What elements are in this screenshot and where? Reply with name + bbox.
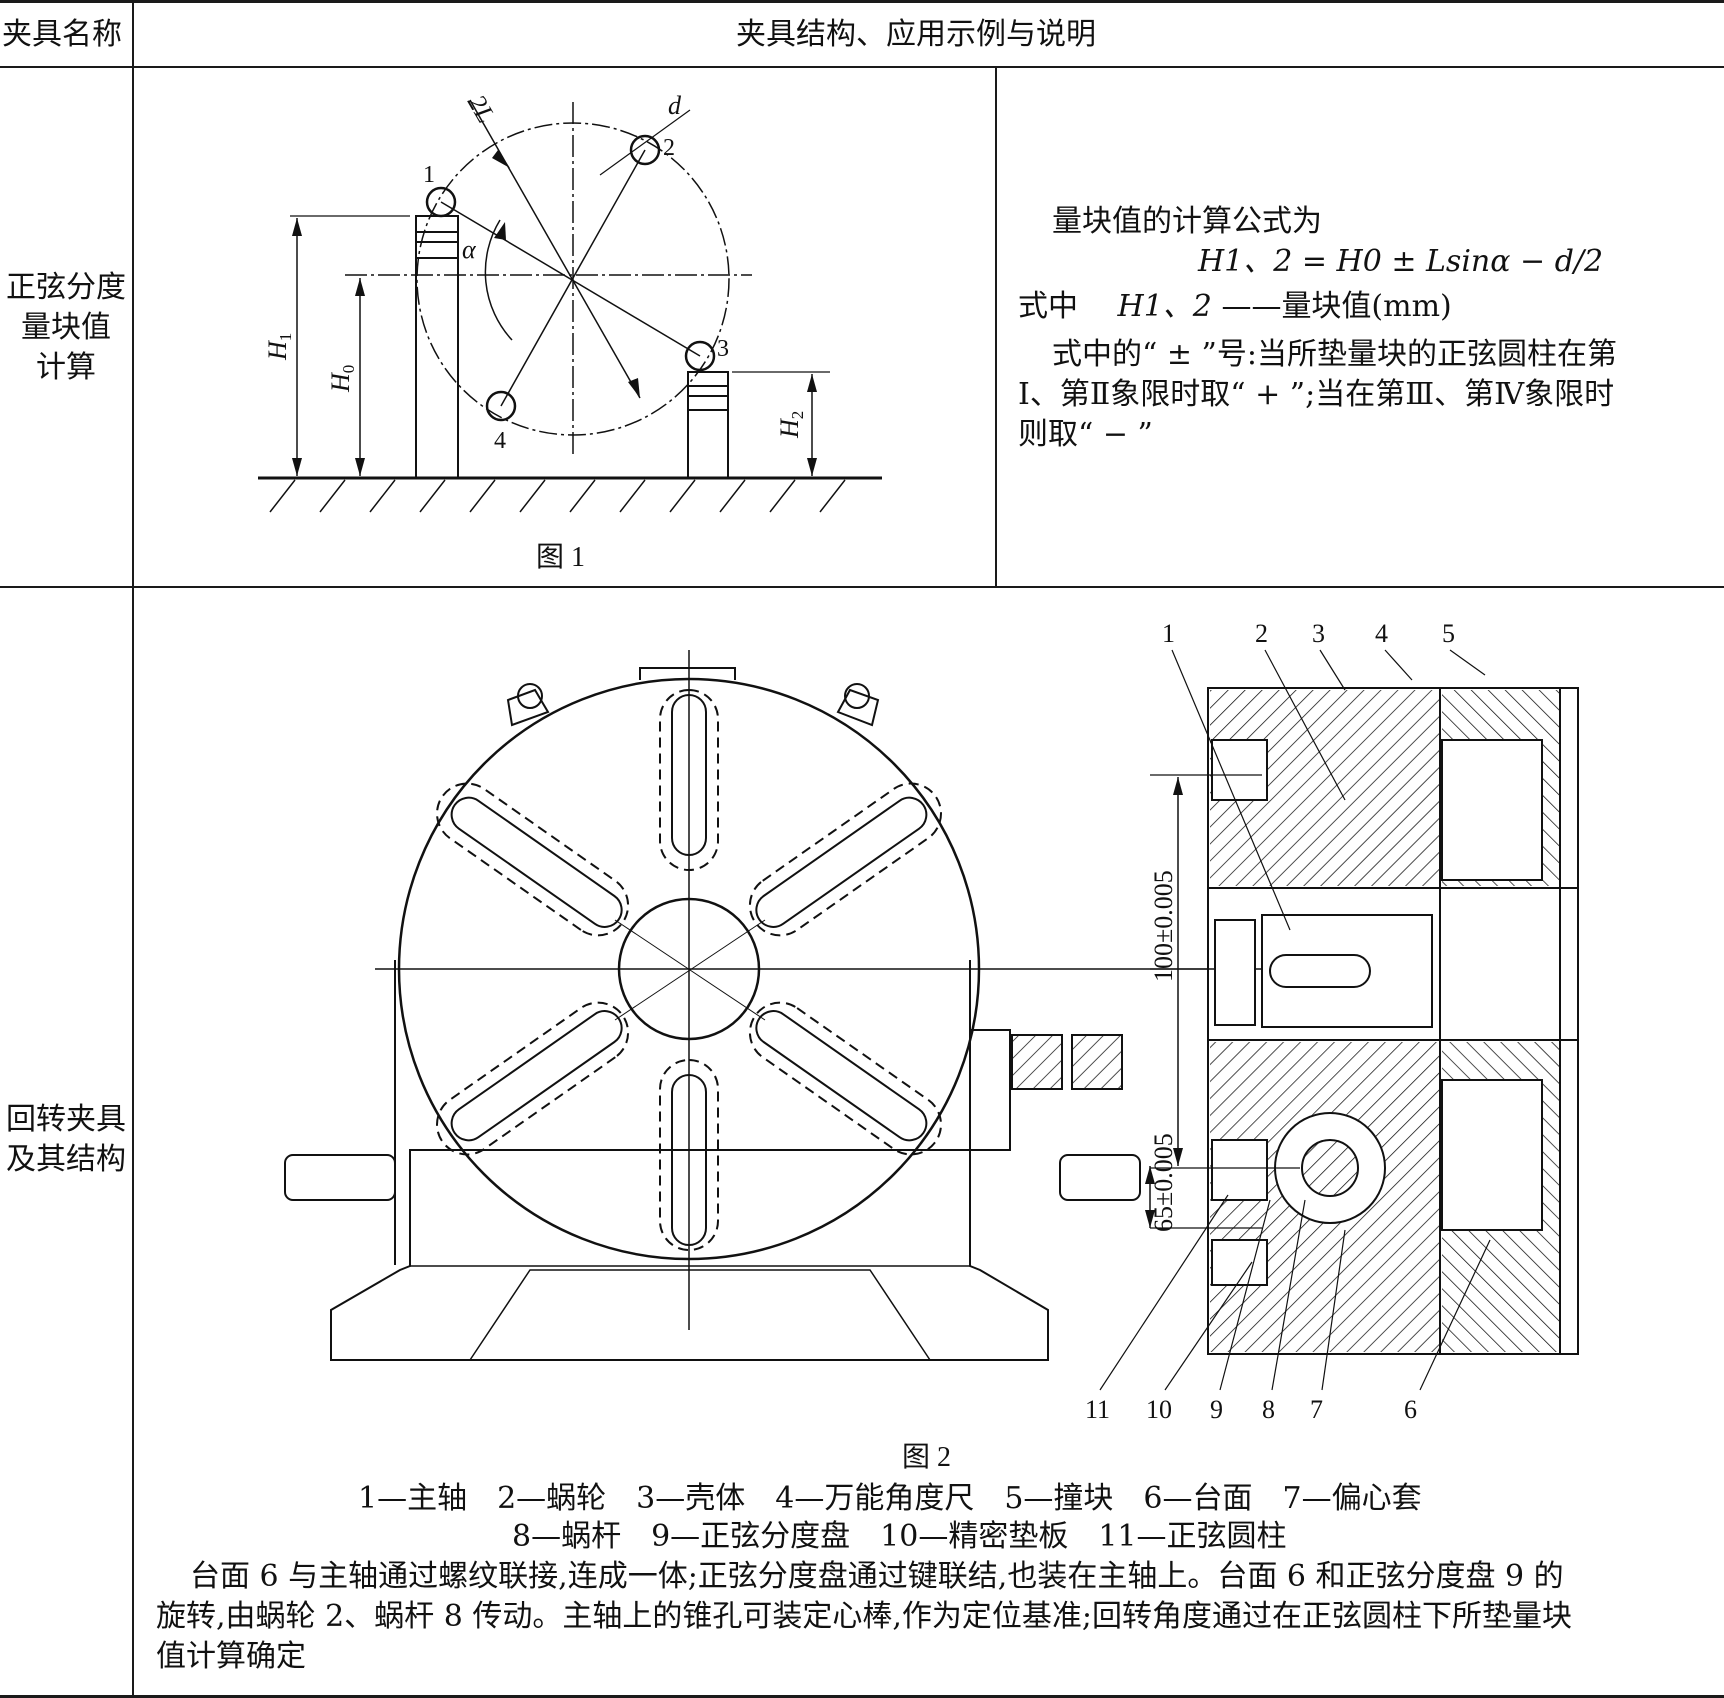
row2-desc-line3: 值计算确定	[156, 1639, 306, 1674]
fig2-part-7: 7	[1310, 1395, 1323, 1424]
fig2-dim-100: 100±0.005	[1149, 870, 1178, 982]
fig2-part-9: 9	[1210, 1395, 1223, 1424]
fig2-part-4: 4	[1375, 619, 1388, 648]
fig2-part-10: 10	[1146, 1395, 1172, 1424]
row2-legend-line2: 8—蜗杆 9—正弦分度盘 10—精密垫板 11—正弦圆柱	[512, 1519, 1287, 1554]
figure1-caption: 图 1	[536, 542, 585, 573]
row1-where-symbol: H1、2	[1117, 289, 1212, 324]
row1-where-line: 式中 H1、2 ——量块值(mm)	[1018, 288, 1452, 326]
header-col-structure: 夹具结构、应用示例与说明	[736, 17, 1096, 52]
row1-note-line1: 式中的“ ± ”号:当所垫量块的正弦圆柱在第	[1052, 337, 1617, 372]
fig1-dim-2L: 2L	[462, 90, 501, 128]
header-col-name: 夹具名称	[2, 17, 122, 52]
row1-name: 正弦分度 量块值 计算	[0, 268, 132, 388]
fig2-part-2: 2	[1255, 619, 1268, 648]
fig2-dim-65: 65±0.005	[1149, 1133, 1178, 1232]
row1-formula-intro: 量块值的计算公式为	[1052, 204, 1322, 239]
fig2-part-3: 3	[1312, 619, 1325, 648]
fig1-ball-label-3: 3	[717, 336, 729, 362]
row1-name-line2: 量块值	[21, 310, 111, 345]
fig2-part-8: 8	[1262, 1395, 1275, 1424]
table-row-divider	[0, 586, 1724, 588]
row2-name-line2: 及其结构	[6, 1142, 126, 1177]
figure2-rotary-fixture-drawing: 100±0.005 65±0.005 1 2 3 4 5 11 10 9 8 7…	[284, 619, 1579, 1473]
fig2-part-11: 11	[1085, 1395, 1110, 1424]
fig1-dim-d: d	[668, 91, 682, 120]
fig2-part-1: 1	[1162, 619, 1175, 648]
table-column-divider	[132, 0, 134, 1698]
figure2-caption: 图 2	[902, 1442, 951, 1473]
row2-desc-line2: 旋转,由蜗轮 2、蜗杆 8 传动。主轴上的锥孔可装定心棒,作为定位基准;回转角度…	[156, 1599, 1572, 1634]
row1-where-text: ——量块值(mm)	[1221, 289, 1452, 324]
fig1-ball-label-2: 2	[663, 135, 675, 161]
row1-where-prefix: 式中	[1018, 289, 1078, 324]
row2-desc-line1: 台面 6 与主轴通过螺纹联接,连成一体;正弦分度盘通过键联结,也装在主轴上。台面…	[190, 1559, 1564, 1594]
fig1-angle-alpha: α	[462, 235, 477, 264]
figure1-sine-indexing-diagram: 1 2 3 4 2L d α H1 H0 H2 图 1	[258, 90, 882, 573]
fig2-part-6: 6	[1404, 1395, 1417, 1424]
table-top-border	[0, 0, 1724, 3]
fig1-ball-label-4: 4	[494, 428, 506, 454]
fig2-part-5: 5	[1442, 619, 1455, 648]
row1-inner-divider	[995, 67, 997, 587]
table-bottom-border	[0, 1695, 1724, 1698]
fig1-h1-label: H1	[263, 333, 295, 361]
table-header-divider	[0, 66, 1724, 68]
row1-name-line3: 计算	[36, 350, 96, 385]
row1-formula: H1、2 = H0 ± Lsinα − d/2	[1198, 244, 1604, 279]
row2-name-line1: 回转夹具	[6, 1102, 126, 1137]
row1-note-line2: Ⅰ、第Ⅱ象限时取“ + ”;当在第Ⅲ、第Ⅳ象限时	[1018, 377, 1615, 412]
fig1-h2-label: H2	[775, 411, 807, 439]
row1-name-line1: 正弦分度	[6, 270, 126, 305]
fig1-h0-label: H0	[326, 365, 358, 393]
row1-note-line3: 则取“ − ”	[1018, 417, 1153, 452]
row2-legend-line1: 1—主轴 2—蜗轮 3—壳体 4—万能角度尺 5—撞块 6—台面 7—偏心套	[358, 1481, 1422, 1516]
fig1-ball-label-1: 1	[423, 162, 435, 188]
row2-name: 回转夹具 及其结构	[0, 1100, 132, 1180]
